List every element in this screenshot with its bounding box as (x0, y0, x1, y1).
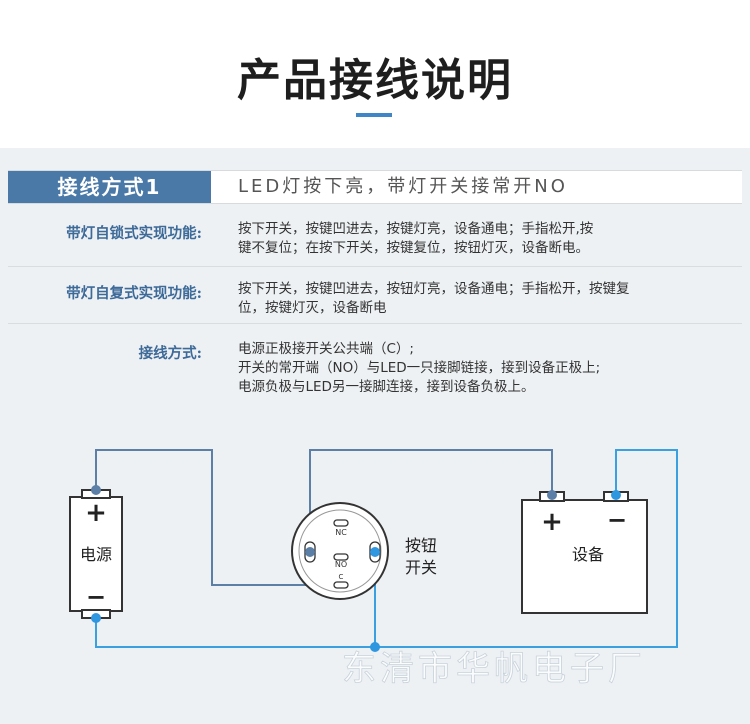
watermark: 东清市华帆电子厂 (342, 649, 646, 689)
wiring-diagram: + 电源 − NC NO C 按钮 开关 + − 设备 东清市华帆电子厂 (69, 449, 678, 689)
junction-nodes (91, 485, 621, 652)
node-common (305, 547, 315, 557)
c-label: C (339, 573, 344, 581)
row-text-self-reset: 按下开关，按键凹进去，按钮灯亮，设备通电；手指松开，按键复 位，按键灯灭，设备断… (238, 280, 708, 318)
row-text-line: 开关的常开端（NO）与LED一只接脚链接，接到设备正极上; (238, 360, 601, 376)
row-text-wiring: 电源正极接开关公共端（C）; 开关的常开端（NO）与LED一只接脚链接，接到设备… (238, 340, 708, 397)
row-text-line: 按下开关，按键凹进去，按键灯亮，设备通电；手指松开,按 (238, 221, 594, 237)
push-button-switch: NC NO C 按钮 开关 (291, 502, 437, 600)
device-label: 设备 (572, 545, 604, 564)
title-underline (356, 113, 392, 117)
page-title: 产品接线说明 (237, 55, 513, 106)
row-label-self-reset: 带灯自复式实现功能: (66, 285, 202, 302)
power-body (69, 496, 123, 612)
row-text-line: 位，按键灯灭，设备断电 (238, 300, 387, 316)
header-band (0, 0, 750, 148)
row-text-self-lock: 按下开关，按键凹进去，按键灯亮，设备通电；手指松开,按 键不复位；在按下开关，按… (238, 220, 708, 258)
row-label-wiring: 接线方式: (138, 345, 202, 362)
button-label-line2: 开关 (405, 558, 437, 577)
wire-power-to-common (95, 449, 311, 586)
wire-negative-loop (95, 449, 678, 648)
row-divider (8, 266, 742, 267)
method-tab: 接线方式1 (8, 171, 211, 203)
method-bar: 接线方式1 LED灯按下亮，带灯开关接常开NO (8, 170, 742, 204)
device-minus-sign: − (607, 506, 627, 534)
device-plus-sign: + (541, 507, 563, 537)
button-label-line1: 按钮 (405, 536, 437, 555)
power-label: 电源 (80, 545, 112, 564)
power-plus-sign: + (85, 498, 107, 528)
row-text-line: 电源负极与LED另一接脚连接，接到设备负极上。 (238, 379, 535, 395)
device: + − 设备 (521, 491, 648, 614)
button-inner-ring (298, 509, 382, 593)
no-label: NO (335, 560, 347, 569)
device-body (521, 499, 648, 614)
nc-contact (333, 519, 349, 527)
node-led (370, 547, 380, 557)
no-contact (333, 553, 349, 561)
row-divider (8, 323, 742, 324)
node-power-plus (91, 485, 101, 495)
power-minus-sign: − (86, 583, 106, 611)
node-negative-bus (370, 642, 380, 652)
row-text-line: 电源正极接开关公共端（C）; (238, 341, 414, 357)
power-source: + 电源 − (69, 489, 123, 619)
node-device-minus (611, 490, 621, 500)
node-power-minus (91, 613, 101, 623)
row-text-line: 键不复位；在按下开关，按键复位，按钮灯灭，设备断电。 (238, 240, 589, 256)
nc-label: NC (335, 528, 347, 537)
node-device-plus (547, 490, 557, 500)
method-description: LED灯按下亮，带灯开关接常开NO (238, 176, 568, 197)
wire-no-to-device-plus (309, 449, 553, 552)
row-text-line: 按下开关，按键凹进去，按钮灯亮，设备通电；手指松开，按键复 (238, 281, 630, 297)
c-contact (333, 581, 349, 589)
row-label-self-lock: 带灯自锁式实现功能: (66, 225, 202, 242)
button-outer-ring (291, 502, 389, 600)
